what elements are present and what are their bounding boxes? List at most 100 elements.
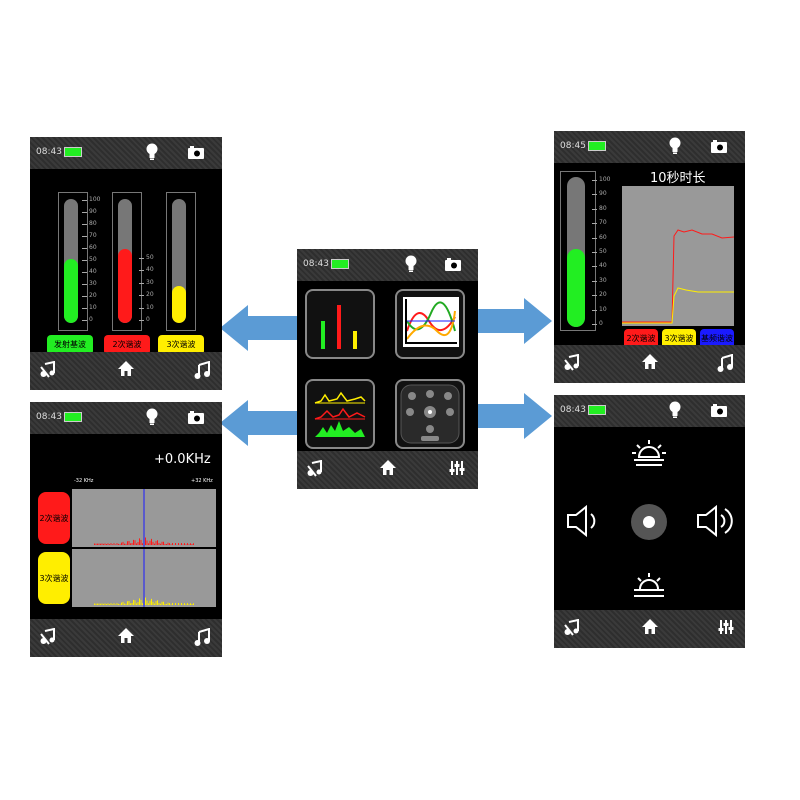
volume-down-icon[interactable] bbox=[566, 503, 602, 539]
music-mute-icon[interactable] bbox=[40, 628, 58, 646]
home-icon[interactable] bbox=[118, 628, 134, 644]
fundamental-meter bbox=[64, 199, 78, 323]
home-icon[interactable] bbox=[642, 619, 658, 635]
camera-icon[interactable] bbox=[188, 411, 204, 424]
home-icon[interactable] bbox=[380, 460, 396, 476]
scale-tick bbox=[82, 260, 87, 261]
remote-control-icon bbox=[400, 384, 460, 444]
scale-label: 20 bbox=[89, 292, 97, 299]
equalizer-icon[interactable] bbox=[718, 619, 734, 635]
battery-icon bbox=[64, 412, 82, 422]
third-harmonic-button[interactable]: 3次谐波 bbox=[158, 335, 204, 355]
scale-tick bbox=[82, 236, 87, 237]
third-harmonic-level-fill bbox=[172, 285, 186, 323]
bulb-icon[interactable] bbox=[145, 408, 159, 426]
home-icon[interactable] bbox=[118, 361, 134, 377]
scale-label: 30 bbox=[599, 276, 607, 284]
scale-label: 10 bbox=[89, 304, 97, 311]
music-mute-icon[interactable] bbox=[307, 460, 325, 478]
scale-tick bbox=[592, 223, 597, 225]
camera-icon[interactable] bbox=[445, 258, 461, 271]
scale-tick bbox=[82, 200, 87, 201]
remote-screen: 08:43 bbox=[554, 395, 745, 648]
scale-label: 70 bbox=[599, 219, 607, 227]
tile-level-meters[interactable] bbox=[305, 289, 375, 359]
scale-label: 50 bbox=[146, 254, 154, 261]
clock: 08:45 bbox=[560, 141, 586, 151]
bulb-icon[interactable] bbox=[404, 255, 418, 273]
sunrise-icon[interactable] bbox=[632, 439, 666, 469]
scale-tick bbox=[139, 320, 144, 321]
scale-tick bbox=[82, 272, 87, 273]
fundamental-level-fill bbox=[64, 258, 78, 323]
third-harmonic-meter bbox=[172, 199, 186, 323]
scale-tick bbox=[139, 282, 144, 284]
arrow-right-top bbox=[470, 298, 552, 344]
status-bar: 08:43 bbox=[297, 249, 478, 281]
clock: 08:43 bbox=[303, 259, 329, 269]
arrow-left-top bbox=[220, 305, 310, 351]
second-harmonic-button[interactable]: 2次谐波 bbox=[104, 335, 150, 355]
fundamental-button[interactable]: 发射基波 bbox=[47, 335, 93, 355]
tile-remote-control[interactable] bbox=[395, 379, 465, 449]
scale-label: 50 bbox=[89, 256, 97, 263]
bulb-icon[interactable] bbox=[668, 401, 682, 419]
status-bar: 08:43 bbox=[554, 395, 745, 427]
scale-tick bbox=[592, 252, 597, 253]
scale-tick bbox=[82, 284, 87, 285]
status-bar: 08:45 bbox=[554, 131, 745, 163]
center-select-button[interactable] bbox=[630, 503, 668, 541]
scale-tick bbox=[592, 194, 597, 196]
fundamental-harmonic-button[interactable]: 基频谐波 bbox=[700, 329, 734, 349]
scale-label: 20 bbox=[146, 291, 154, 299]
camera-icon[interactable] bbox=[188, 146, 204, 159]
scale-label: 80 bbox=[89, 220, 97, 227]
scale-tick bbox=[592, 266, 597, 268]
camera-icon[interactable] bbox=[711, 140, 727, 153]
sunset-icon[interactable] bbox=[632, 571, 666, 599]
second-harmonic-button[interactable]: 2次谐波 bbox=[624, 329, 658, 349]
scale-label: 30 bbox=[146, 278, 154, 286]
music-mute-icon[interactable] bbox=[40, 361, 58, 379]
volume-up-icon[interactable] bbox=[696, 503, 736, 539]
scale-tick bbox=[82, 248, 87, 249]
camera-icon[interactable] bbox=[711, 404, 727, 417]
third-harmonic-button[interactable]: 3次谐波 bbox=[662, 329, 696, 349]
bulb-icon[interactable] bbox=[668, 137, 682, 155]
scale-tick bbox=[592, 237, 597, 239]
music-icon[interactable] bbox=[194, 628, 210, 646]
scale-tick bbox=[592, 208, 597, 210]
scale-label: 40 bbox=[146, 266, 154, 274]
scale-label: 20 bbox=[599, 291, 607, 299]
tile-curve-chart[interactable] bbox=[395, 289, 465, 359]
scale-label: 50 bbox=[599, 248, 607, 255]
scale-label: 10 bbox=[146, 303, 154, 311]
third-harmonic-button[interactable]: 3次谐波 bbox=[38, 552, 70, 604]
music-mute-icon[interactable] bbox=[564, 354, 582, 372]
arrow-left-bottom bbox=[220, 400, 310, 446]
second-harmonic-button[interactable]: 2次谐波 bbox=[38, 492, 70, 544]
music-icon[interactable] bbox=[717, 354, 733, 372]
music-icon[interactable] bbox=[194, 361, 210, 379]
scale-tick bbox=[592, 309, 597, 311]
second-harmonic-level-fill bbox=[118, 248, 132, 323]
tile-spectrum[interactable] bbox=[305, 379, 375, 449]
bulb-icon[interactable] bbox=[145, 143, 159, 161]
spectrum-screen: 08:43 +0.0KHz -32 KHz +32 KHz 2次谐波 3次谐波 bbox=[30, 402, 222, 657]
equalizer-icon[interactable] bbox=[449, 460, 465, 476]
level-meter-frame bbox=[560, 171, 596, 331]
scale-label: 10 bbox=[599, 305, 607, 313]
home-icon[interactable] bbox=[642, 354, 658, 370]
music-mute-icon[interactable] bbox=[564, 619, 582, 637]
scale-label: 0 bbox=[599, 320, 603, 327]
center-screen: 08:43 bbox=[297, 249, 478, 489]
level-meter bbox=[567, 177, 585, 327]
scale-tick bbox=[139, 258, 144, 259]
curve-chart-icon bbox=[403, 297, 459, 347]
scale-tick bbox=[82, 224, 87, 225]
trend-chart bbox=[622, 186, 734, 326]
clock: 08:43 bbox=[36, 147, 62, 157]
scale-label: 60 bbox=[89, 244, 97, 251]
